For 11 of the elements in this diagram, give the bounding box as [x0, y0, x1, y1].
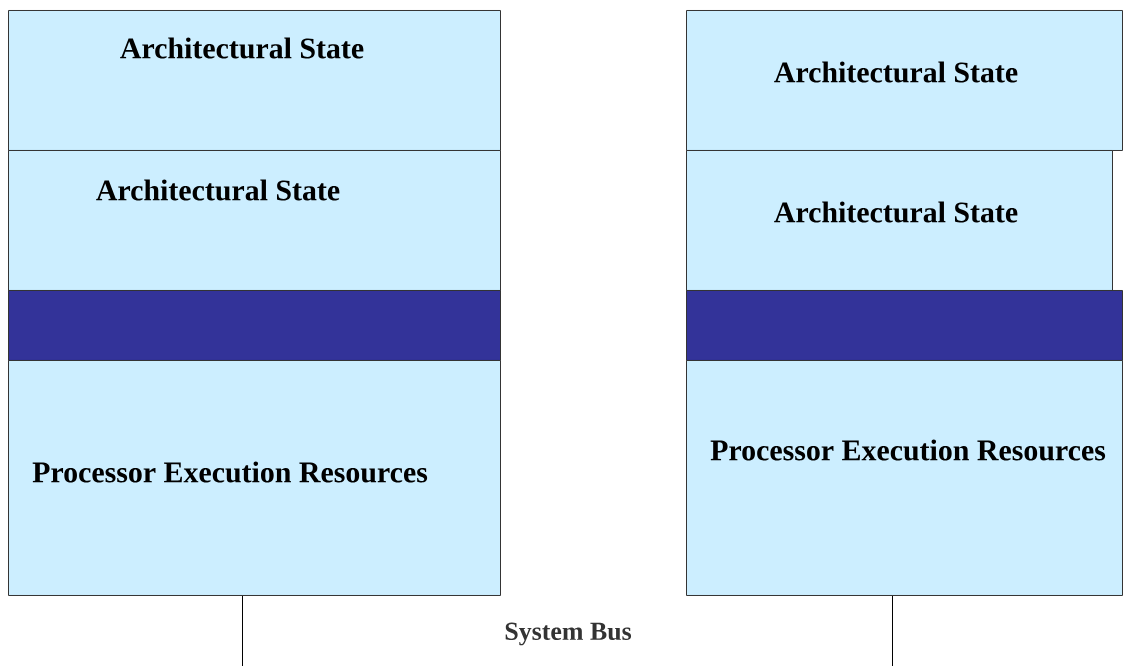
state-box: Processor Execution Resources [686, 360, 1123, 596]
state-box: Architectural State [8, 10, 501, 151]
divider-bar [686, 290, 1123, 361]
state-box: Architectural State [8, 150, 501, 291]
state-box: Architectural State [686, 150, 1113, 291]
bus-line [242, 595, 243, 666]
state-box: Processor Execution Resources [8, 360, 501, 596]
bus-label: System Bus [505, 622, 632, 646]
bus-line [892, 595, 893, 666]
state-box: Architectural State [686, 10, 1123, 151]
divider-bar [8, 290, 501, 361]
